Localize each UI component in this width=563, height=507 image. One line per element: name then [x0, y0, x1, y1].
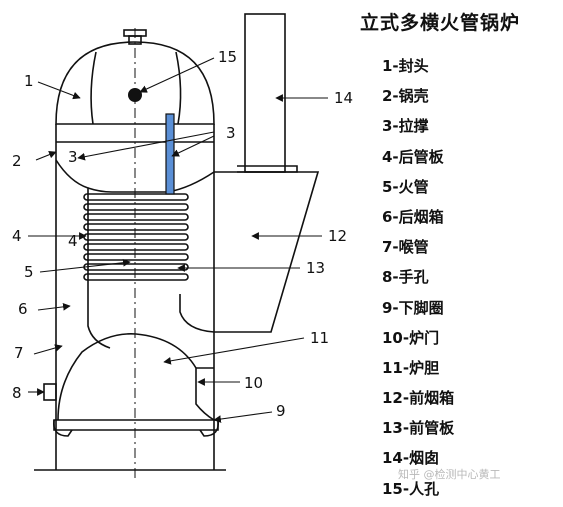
legend-item: 3-拉撑	[382, 117, 429, 136]
watermark: 知乎 @检测中心黄工	[398, 468, 501, 481]
callout-1: 1	[24, 72, 34, 90]
lower-foot-ring	[53, 419, 219, 431]
callout-11: 11	[310, 329, 329, 347]
leader-3b	[171, 135, 215, 157]
leader-9	[213, 411, 273, 423]
chimney-base	[237, 165, 298, 173]
callout-4a: 4	[12, 227, 22, 245]
legend-item: 5-火管	[382, 177, 429, 196]
legend-item: 14-烟囱	[382, 449, 440, 468]
legend-item: 12-前烟箱	[382, 389, 455, 408]
tube-plate-top	[87, 171, 215, 193]
tube-plate-bottom	[179, 294, 215, 333]
legend-item: 4-后管板	[382, 147, 444, 166]
leader-6	[37, 303, 71, 311]
dome-rib-right	[175, 51, 182, 125]
leader-7	[33, 344, 63, 355]
leader-11	[163, 337, 305, 365]
callout-15: 15	[218, 48, 237, 66]
callout-13: 13	[306, 259, 325, 277]
legend-item: 11-炉胆	[382, 358, 440, 377]
lower-foot-ring-right	[199, 419, 220, 437]
dome-rib-left	[90, 51, 97, 125]
leader-2	[35, 150, 57, 161]
legend-item: 7-喉管	[382, 238, 429, 257]
legend-item: 2-锅壳	[382, 87, 429, 106]
legend-item: 9-下脚圈	[382, 298, 444, 317]
callout-7: 7	[14, 344, 24, 362]
lower-foot-ring-left	[52, 419, 73, 437]
front-smoke-box	[214, 171, 320, 333]
legend-item: 6-后烟箱	[382, 207, 444, 226]
callout-2: 2	[12, 152, 22, 170]
chimney	[244, 13, 286, 173]
legend-item: 15-人孔	[382, 479, 440, 498]
leader-1	[37, 81, 81, 100]
legend-item: 1-封头	[382, 57, 429, 75]
callout-9: 9	[276, 402, 286, 420]
stay-rod	[165, 113, 175, 195]
callout-10: 10	[244, 374, 263, 392]
callout-3b: 3	[226, 124, 236, 142]
diagram-title: 立式多横火管锅炉	[360, 12, 521, 34]
leader-15	[139, 57, 215, 93]
legend-item: 13-前管板	[382, 419, 455, 438]
boiler-shell	[55, 124, 215, 470]
leader-3a	[77, 131, 215, 161]
leader-5	[39, 258, 131, 273]
furnace	[57, 333, 215, 421]
callout-4b: 4	[68, 232, 78, 250]
parts-legend: 1-封头 2-锅壳 3-拉撑 4-后管板 5-火管 6-后烟箱 7-喉管 8-手…	[382, 54, 454, 507]
callout-5: 5	[24, 263, 34, 281]
fire-tubes	[83, 193, 189, 281]
legend-item: 8-手孔	[382, 268, 429, 287]
callout-12: 12	[328, 227, 347, 245]
legend-item: 10-炉门	[382, 328, 440, 347]
hand-hole	[43, 383, 57, 401]
manhole	[128, 88, 142, 102]
callout-8: 8	[12, 384, 22, 402]
callout-6: 6	[18, 300, 28, 318]
callout-3a: 3	[68, 148, 78, 166]
rear-smoke-box-wall	[55, 159, 111, 349]
callout-14: 14	[334, 89, 353, 107]
